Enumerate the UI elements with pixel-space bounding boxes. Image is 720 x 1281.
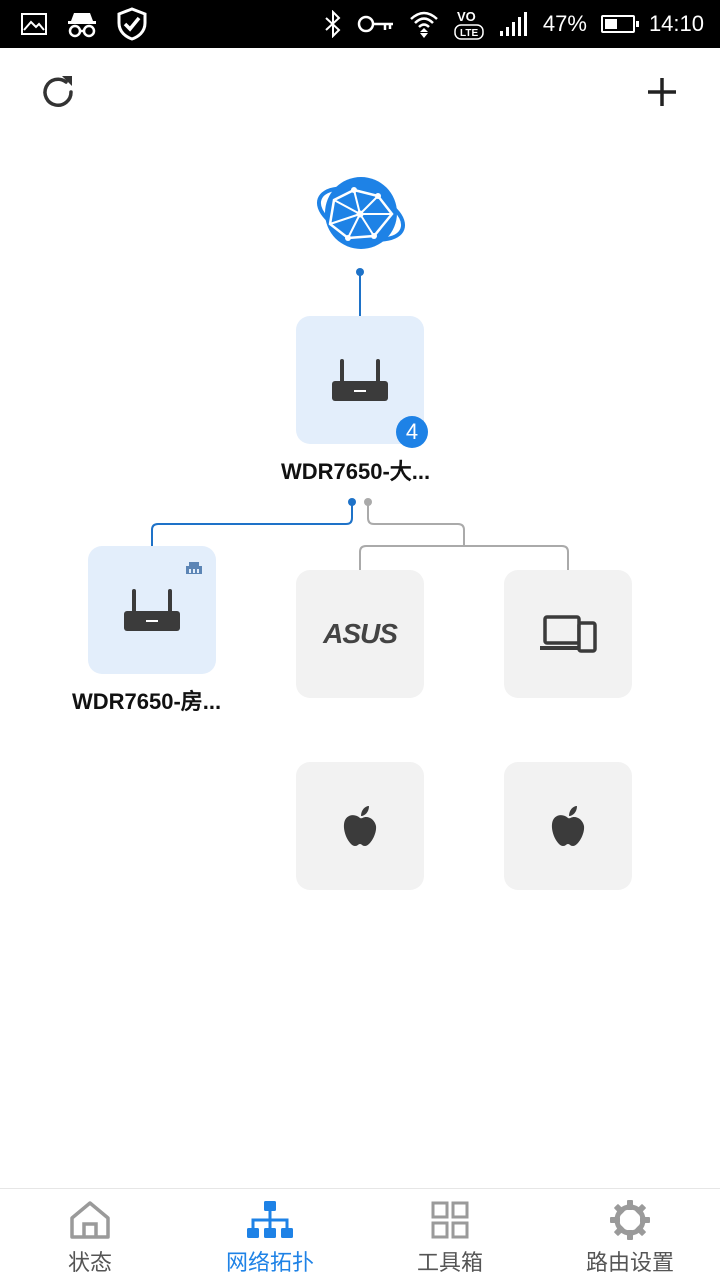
nav-topology[interactable]: 网络拓扑	[180, 1189, 360, 1281]
nav-toolbox[interactable]: 工具箱	[360, 1189, 540, 1281]
sub-router-label: WDR7650-房...	[72, 689, 222, 714]
volte-icon: VO LTE	[454, 9, 484, 40]
bottom-navigation: 状态 网络拓扑 工具箱	[0, 1188, 720, 1281]
nav-status[interactable]: 状态	[0, 1189, 180, 1281]
svg-text:VO: VO	[457, 9, 476, 24]
incognito-icon	[68, 13, 96, 38]
connected-count-badge: 4	[396, 416, 428, 448]
client-device-apple-2[interactable]	[504, 762, 632, 890]
main-router-card[interactable]: 4	[296, 316, 428, 448]
router-icon	[332, 359, 388, 401]
client-device-apple-1[interactable]	[296, 762, 424, 890]
laptop-phone-icon	[540, 615, 597, 653]
globe-icon	[316, 177, 406, 249]
nav-router-settings-label: 路由设置	[585, 1251, 674, 1276]
grid-icon	[431, 1201, 469, 1239]
plus-icon	[648, 78, 676, 106]
status-bar: VO LTE 47% 14:10	[0, 0, 720, 48]
client-device-asus[interactable]: ASUS	[296, 570, 424, 698]
topology-icon	[247, 1201, 293, 1238]
gallery-icon	[21, 13, 47, 35]
svg-text:LTE: LTE	[460, 28, 478, 39]
nav-topology-label: 网络拓扑	[225, 1251, 314, 1276]
refresh-button[interactable]	[30, 64, 86, 120]
ethernet-icon	[186, 562, 202, 574]
router-icon	[124, 589, 180, 631]
clock: 14:10	[648, 11, 704, 36]
gear-icon	[610, 1200, 650, 1240]
nav-router-settings[interactable]: 路由设置	[540, 1189, 720, 1281]
add-device-button[interactable]	[634, 64, 690, 120]
home-icon	[70, 1201, 110, 1239]
client-device-laptop[interactable]	[504, 570, 632, 698]
bluetooth-icon	[325, 10, 341, 38]
nav-status-label: 状态	[67, 1251, 112, 1276]
battery-percent: 47%	[542, 11, 587, 36]
key-icon	[357, 15, 393, 33]
wifi-icon	[410, 11, 438, 38]
signal-icon	[499, 12, 527, 36]
sub-router-card[interactable]	[88, 546, 216, 674]
shield-check-icon	[117, 7, 147, 41]
apple-icon	[551, 806, 585, 846]
nav-toolbox-label: 工具箱	[416, 1251, 483, 1276]
asus-logo: ASUS	[323, 618, 398, 649]
battery-icon	[600, 15, 639, 33]
apple-icon	[343, 806, 377, 846]
main-router-label: WDR7650-大...	[281, 459, 431, 484]
refresh-icon	[43, 76, 73, 107]
